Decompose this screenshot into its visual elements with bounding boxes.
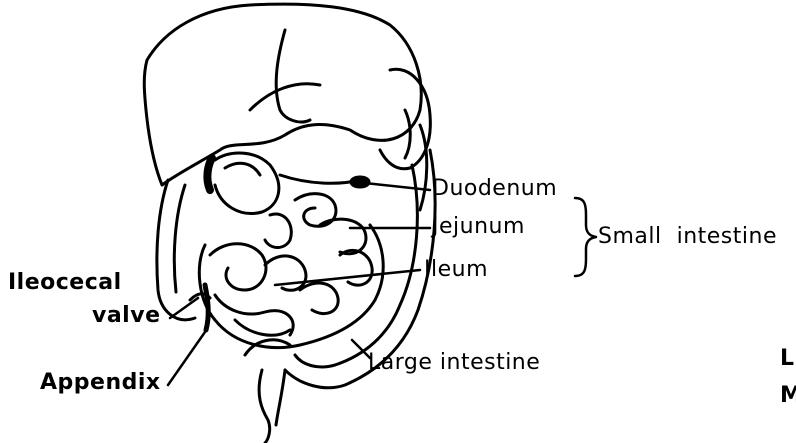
ileum-coil-5 (215, 295, 293, 335)
ileocecal-leader (170, 298, 198, 318)
duodenum-curve (280, 175, 360, 183)
edge-fragment-top: L (780, 348, 794, 370)
ileum-coil-3 (300, 283, 338, 314)
liver-lobe-line (276, 30, 310, 122)
ileum-coil-4 (340, 250, 372, 285)
ileum-coil-6 (235, 320, 290, 335)
liver-ridge (250, 84, 320, 110)
label-duodenum: Duodenum (432, 178, 557, 200)
appendix-leader (168, 332, 205, 385)
colon-left-inner (295, 165, 417, 367)
ileum-coil-1 (210, 244, 266, 290)
label-jejunum: Jejunum (432, 216, 525, 238)
duodenum-leader (365, 183, 430, 190)
label-large-intestine: Large intestine (368, 352, 540, 374)
label-ileocecal: Ileocecal (8, 272, 122, 294)
rectum (259, 370, 270, 443)
rectum-b (276, 370, 285, 425)
duodenum-loop (215, 153, 279, 213)
jejunum-coil-3 (265, 214, 291, 247)
colon-transverse (420, 125, 427, 210)
label-ileum: Ileum (424, 259, 488, 281)
pylorus (207, 158, 212, 190)
duodenum-inner (225, 163, 260, 175)
appendix-shape (205, 285, 208, 330)
edge-fragment-bottom: M (780, 385, 796, 407)
liver (144, 4, 421, 185)
label-valve: valve (92, 305, 161, 327)
label-small-intestine: Small intestine (598, 226, 777, 248)
colon-right-inner (174, 185, 185, 292)
small-intestine-brace (575, 198, 596, 276)
label-appendix: Appendix (40, 372, 161, 394)
stomach (380, 69, 430, 169)
